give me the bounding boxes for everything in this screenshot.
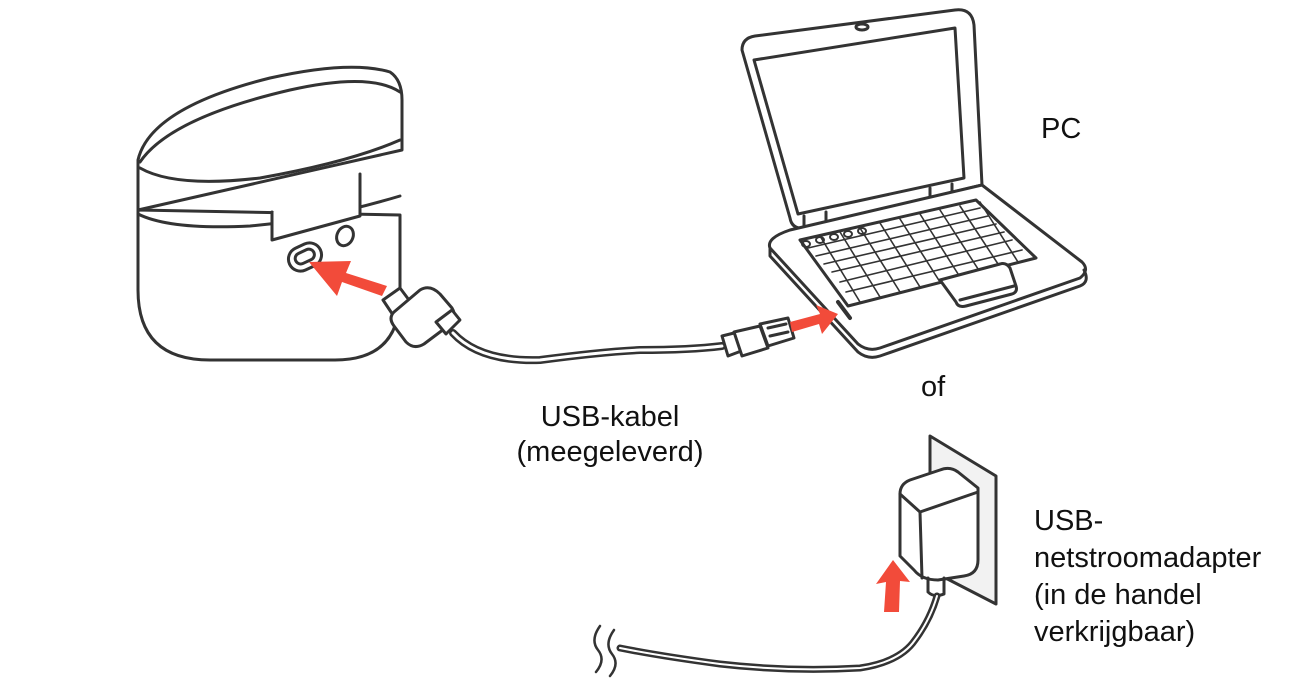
usb-adapter-label-line-4: verkrijgbaar) bbox=[1034, 616, 1196, 648]
laptop-icon bbox=[740, 8, 1088, 359]
usb-cable-label: USB-kabel (meegeleverd) bbox=[490, 400, 730, 470]
or-label: of bbox=[921, 371, 946, 403]
charging-case-icon bbox=[136, 65, 404, 362]
arrow-into-laptop-icon bbox=[790, 305, 838, 334]
usb-cable-label-line-2: (meegeleverd) bbox=[516, 436, 704, 468]
usb-cable-label-line-1: USB-kabel bbox=[540, 401, 680, 433]
usb-adapter-label: USB- netstroomadapter (in de handel verk… bbox=[1034, 503, 1261, 651]
arrow-into-adapter-icon bbox=[876, 560, 910, 612]
usb-adapter-label-line-3: (in de handel bbox=[1034, 579, 1202, 611]
usb-adapter-label-line-1: USB- bbox=[1034, 505, 1104, 537]
usb-adapter-label-line-2: netstroomadapter bbox=[1034, 542, 1262, 574]
arrow-into-case-icon bbox=[309, 261, 387, 296]
pc-label: PC bbox=[1041, 113, 1082, 145]
usb-ac-adapter-icon bbox=[593, 434, 998, 678]
usb-cable-icon bbox=[381, 286, 796, 365]
